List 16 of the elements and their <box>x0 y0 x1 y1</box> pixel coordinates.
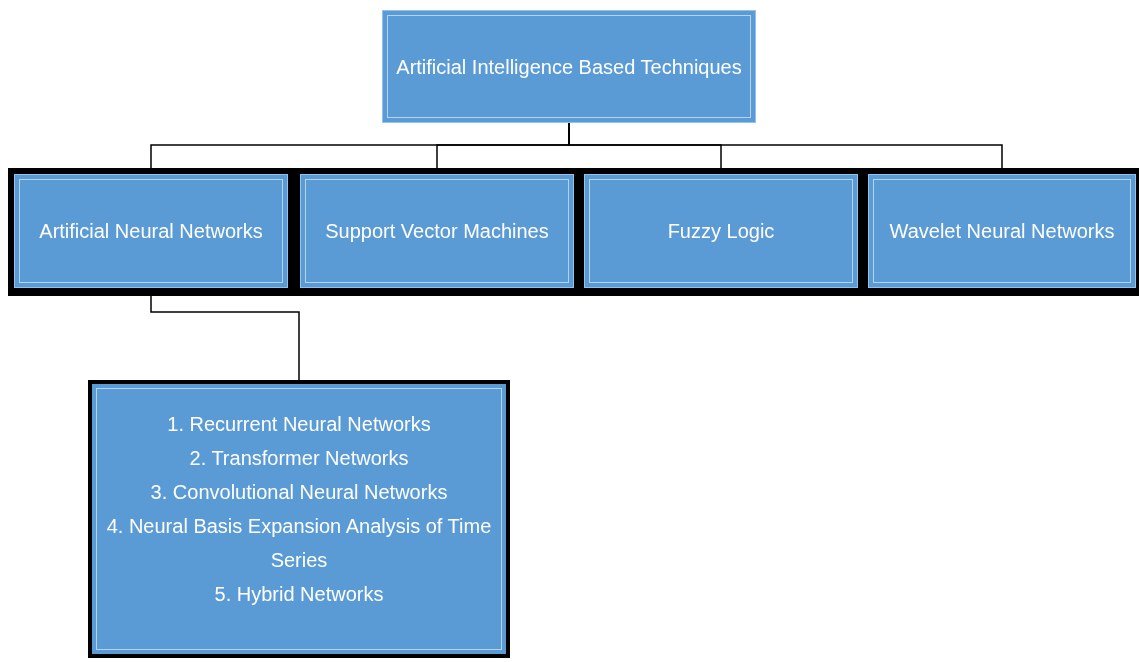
category-box <box>584 174 858 288</box>
box-label: Fuzzy Logic <box>667 219 775 244</box>
category-box <box>382 10 756 123</box>
list-item: 1. Recurrent Neural Networks <box>167 412 431 437</box>
category-box <box>14 174 288 288</box>
box-label: Artificial Intelligence Based Techniques <box>396 54 742 80</box>
box-label: Artificial Neural Networks <box>39 219 263 244</box>
category-box <box>300 174 574 288</box>
list-item: 5. Hybrid Networks <box>214 582 384 607</box>
list-item: 3. Convolutional Neural Networks <box>150 480 448 505</box>
category-box <box>868 174 1136 288</box>
list-item: 2. Transformer Networks <box>189 446 409 471</box>
list-item: 4. Neural Basis Expansion Analysis of Time Series <box>105 514 493 573</box>
list-box <box>88 380 510 658</box>
box-label: Wavelet Neural Networks <box>889 219 1115 244</box>
box-label: Support Vector Machines <box>325 219 549 244</box>
